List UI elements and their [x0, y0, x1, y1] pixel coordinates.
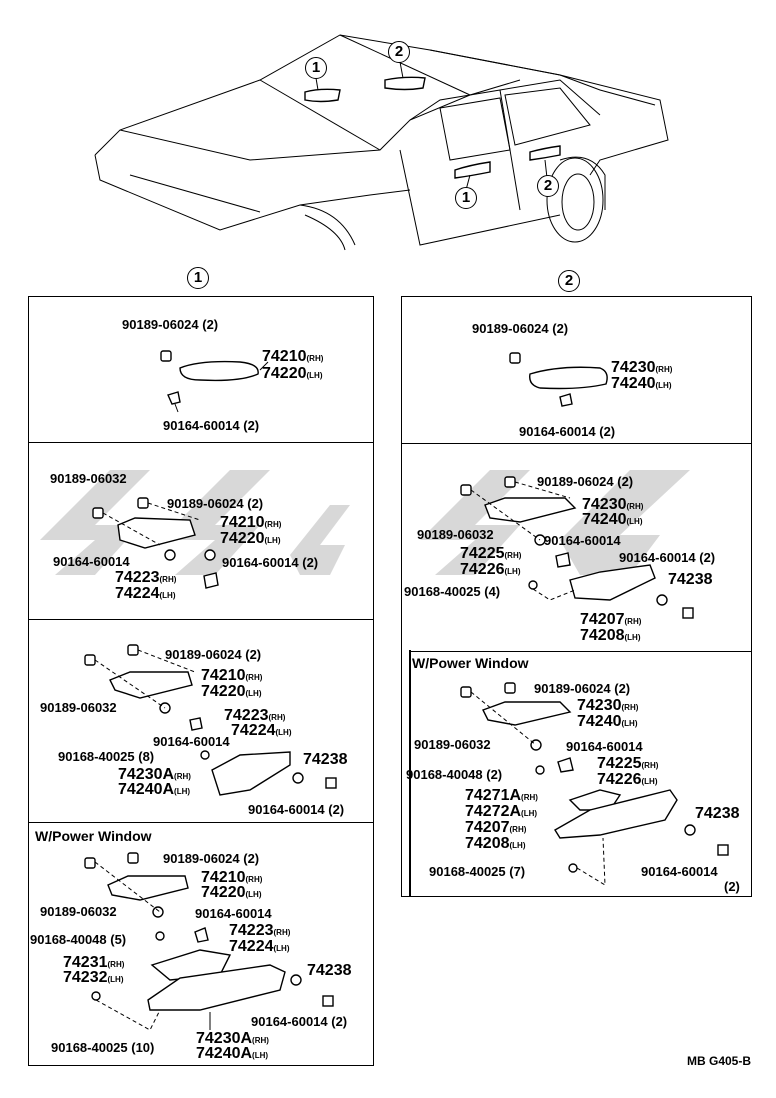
p1s2-handle-rh: 74210(RH) — [220, 514, 282, 531]
p2s3-screw-b-qty: (2) — [724, 879, 740, 894]
p2s3-base-lh: 74208(LH) — [465, 835, 526, 852]
p1s3-cap-label: 74238 — [303, 751, 348, 768]
p1s3-plug-lh: 74224(LH) — [231, 722, 292, 739]
p1s4-title: W/Power Window — [35, 828, 152, 844]
panel-1-divider-1 — [29, 442, 373, 443]
p1s4-plug-rh: 74223(RH) — [229, 922, 291, 939]
p2s3-plug-rh: 74225(RH) — [597, 755, 659, 772]
callout-1-door: 1 — [455, 187, 477, 209]
p2s3-bolt-b-label: 90168-40025 (7) — [429, 864, 526, 879]
p2s1-clip-label: 90189-06024 (2) — [472, 321, 569, 336]
p1s1-clip-label: 90189-06024 (2) — [122, 317, 219, 332]
p2s3-handle-rh: 74230(RH) — [577, 697, 639, 714]
p1-s2-parts — [92, 497, 219, 589]
p2s2-handle-lh: 74240(LH) — [582, 511, 643, 528]
p1s3-handle-lh: 74220(LH) — [201, 683, 262, 700]
panel-2-inner-border — [409, 650, 411, 897]
p1s4-switch-rh: 74231(RH) — [63, 954, 125, 971]
panel-1-header: 1 — [187, 267, 209, 289]
p2s2-bolt-label: 90168-40025 (4) — [404, 584, 501, 599]
panel-1 — [28, 296, 374, 1066]
p2s2-base-lh: 74208(LH) — [580, 627, 641, 644]
p2s3-base-rh: 74207(RH) — [465, 819, 527, 836]
p2s2-handle-rh: 74230(RH) — [582, 496, 644, 513]
panel-1-divider-2 — [29, 619, 373, 620]
p2s2-screw-a-label: 90164-60014 — [544, 533, 621, 548]
p1-s1-parts — [160, 350, 269, 413]
p2s3-bolt-a-label: 90168-40048 (2) — [406, 767, 503, 782]
p1s4-bolt-b-label: 90168-40025 (10) — [51, 1040, 155, 1055]
p1s4-plug-lh: 74224(LH) — [229, 938, 290, 955]
p2s3-clip-a-label: 90189-06032 — [414, 737, 491, 752]
p1s3-clip-b-label: 90189-06024 (2) — [165, 647, 262, 662]
p2s2-cap-label: 74238 — [668, 571, 713, 588]
p1s3-plug-rh: 74223(RH) — [224, 707, 286, 724]
p2s3-title: W/Power Window — [412, 655, 529, 671]
panel-2-divider-2 — [410, 651, 751, 652]
watermark-logo — [40, 470, 690, 575]
panel-1-divider-3 — [29, 822, 373, 823]
p1s4-clip-a-label: 90189-06032 — [40, 904, 117, 919]
p1s3-handle-rh: 74210(RH) — [201, 667, 263, 684]
diagram-code: MB G405-B — [687, 1054, 752, 1068]
p1s2-screw-a-label: 90164-60014 — [53, 554, 130, 569]
p1s2-plug-rh: 74223(RH) — [115, 569, 177, 586]
p1s4-switch-lh: 74232(LH) — [63, 969, 124, 986]
p1s3-base-lh: 74240A(LH) — [118, 781, 191, 798]
p1-s3-parts — [84, 644, 337, 796]
p1s1-screw-label: 90164-60014 (2) — [163, 418, 260, 433]
p1s1-handle-lh: 74220(LH) — [262, 365, 323, 382]
p2s2-clip-a-label: 90189-06032 — [417, 527, 494, 542]
p2s1-handle-rh: 74230(RH) — [611, 359, 673, 376]
callout-1-roof: 1 — [305, 57, 327, 79]
panel-2-divider-1 — [402, 443, 751, 444]
p1s4-bolt-a-label: 90168-40048 (5) — [30, 932, 127, 947]
p1s2-plug-lh: 74224(LH) — [115, 585, 176, 602]
p1s4-screw-a-label: 90164-60014 — [195, 906, 272, 921]
panel-2-header: 2 — [558, 270, 580, 292]
p1s4-handle-rh: 74210(RH) — [201, 869, 263, 886]
p1s2-clip-a-label: 90189-06032 — [50, 471, 127, 486]
p1s2-handle-lh: 74220(LH) — [220, 530, 281, 547]
p2-s1-parts — [509, 352, 608, 407]
p1s3-base-rh: 74230A(RH) — [118, 766, 191, 783]
p1s4-base-rh: 74230A(RH) — [196, 1030, 269, 1047]
p1s1-handle-rh: 74210(RH) — [262, 348, 324, 365]
callout-2-door: 2 — [537, 175, 559, 197]
p2s2-clip-b-label: 90189-06024 (2) — [537, 474, 634, 489]
p1s2-screw-b-label: 90164-60014 (2) — [222, 555, 319, 570]
p1s3-clip-a-label: 90189-06032 — [40, 700, 117, 715]
p2s3-screw-a-label: 90164-60014 — [566, 739, 643, 754]
p2-s2-parts — [460, 476, 694, 619]
p1s4-clip-b-label: 90189-06024 (2) — [163, 851, 260, 866]
p2s3-cap-label: 74238 — [695, 805, 740, 822]
p2s2-plug-rh: 74225(RH) — [460, 545, 522, 562]
car-illustration — [94, 34, 669, 251]
p2s3-plug-lh: 74226(LH) — [597, 771, 658, 788]
p2s3-screw-b-label: 90164-60014 — [641, 864, 718, 879]
callout-2-roof: 2 — [388, 41, 410, 63]
p2s2-plug-lh: 74226(LH) — [460, 561, 521, 578]
p2s3-handle-lh: 74240(LH) — [577, 713, 638, 730]
p2s2-base-rh: 74207(RH) — [580, 611, 642, 628]
p1s2-clip-b-label: 90189-06024 (2) — [167, 496, 264, 511]
p1s4-base-lh: 74240A(LH) — [196, 1045, 269, 1062]
p1s4-handle-lh: 74220(LH) — [201, 884, 262, 901]
p2s3-clip-b-label: 90189-06024 (2) — [534, 681, 631, 696]
p2s3-switch-rh: 74271A(RH) — [465, 787, 538, 804]
p1s4-screw-b-label: 90164-60014 (2) — [251, 1014, 348, 1029]
p1s4-cap-label: 74238 — [307, 962, 352, 979]
p2s2-screw-b-label: 90164-60014 (2) — [619, 550, 716, 565]
p1s3-bolt-label: 90168-40025 (8) — [58, 749, 155, 764]
p2-s3-parts — [460, 682, 729, 886]
panel-2 — [401, 296, 752, 897]
p2s3-switch-lh: 74272A(LH) — [465, 803, 538, 820]
p1-s4-parts — [84, 852, 334, 1031]
p1s3-screw-a-label: 90164-60014 — [153, 734, 230, 749]
p1s3-screw-b-label: 90164-60014 (2) — [248, 802, 345, 817]
p2s1-screw-label: 90164-60014 (2) — [519, 424, 616, 439]
p2s1-handle-lh: 74240(LH) — [611, 375, 672, 392]
